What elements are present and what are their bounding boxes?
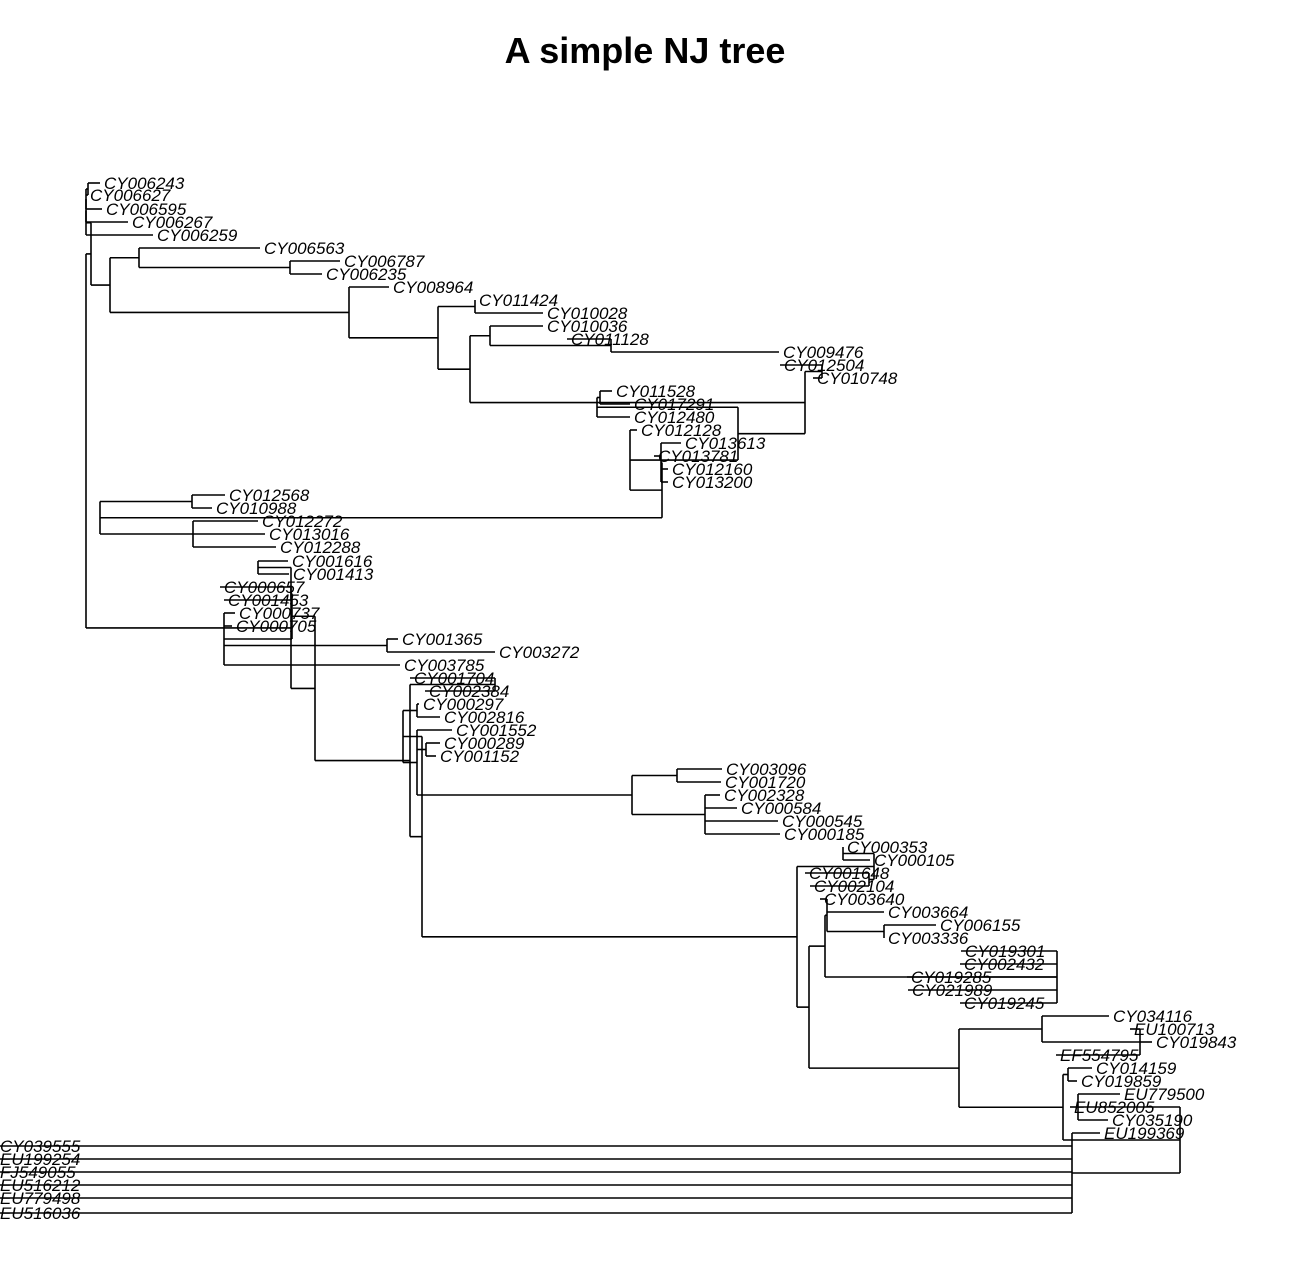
tip-label-cy010028: CY010028 xyxy=(547,304,628,323)
tip-label-cy013200: CY013200 xyxy=(672,473,753,492)
tip-label-cy000737: CY000737 xyxy=(239,604,320,623)
tip-label-cy000185: CY000185 xyxy=(784,825,865,844)
tip-label-cy001616: CY001616 xyxy=(292,552,373,571)
tip-label-cy006595: CY006595 xyxy=(106,200,187,219)
tip-label-cy009476: CY009476 xyxy=(783,343,864,362)
tip-label-cy000105: CY000105 xyxy=(874,851,955,870)
tip-label-cy000297: CY000297 xyxy=(423,695,504,714)
tip-label-cy002816: CY002816 xyxy=(444,708,525,727)
tip-label-cy013781: CY013781 xyxy=(658,447,738,466)
tip-label-cy000584: CY000584 xyxy=(741,799,821,818)
tip-label-cy003785: CY003785 xyxy=(404,656,485,675)
tip-label-cy003640: CY003640 xyxy=(824,890,905,909)
chart-title: A simple NJ tree xyxy=(504,30,786,71)
tip-label-cy019859: CY019859 xyxy=(1081,1072,1162,1091)
tip-label-cy003336: CY003336 xyxy=(888,929,969,948)
tip-label-cy012568: CY012568 xyxy=(229,486,310,505)
tip-label-cy001152: CY001152 xyxy=(440,747,520,766)
tip-label-cy001413: CY001413 xyxy=(293,565,374,584)
tip-label-cy012480: CY012480 xyxy=(634,408,715,427)
tip-label-cy013613: CY013613 xyxy=(685,434,766,453)
tip-label-eu199369: EU199369 xyxy=(1104,1124,1185,1143)
tip-label-cy012272: CY012272 xyxy=(262,512,343,531)
tip-label-cy017291: CY017291 xyxy=(634,395,714,414)
tip-label-cy003664: CY003664 xyxy=(888,903,968,922)
tip-label-cy006155: CY006155 xyxy=(940,916,1021,935)
tip-label-cy014159: CY014159 xyxy=(1096,1059,1177,1078)
tip-label-cy000545: CY000545 xyxy=(782,812,863,831)
tip-label-cy035190: CY035190 xyxy=(1112,1111,1193,1130)
tip-label-cy010988: CY010988 xyxy=(216,499,297,518)
tip-label-cy003096: CY003096 xyxy=(726,760,807,779)
tip-label-cy006563: CY006563 xyxy=(264,239,345,258)
tip-label-cy011528: CY011528 xyxy=(616,382,696,401)
tip-label-cy006267: CY006267 xyxy=(132,213,213,232)
tip-label-cy000353: CY000353 xyxy=(847,838,928,857)
tip-label-cy006259: CY006259 xyxy=(157,226,238,245)
tip-label-cy012504: CY012504 xyxy=(784,356,864,375)
tip-label-cy010036: CY010036 xyxy=(547,317,628,336)
tip-label-cy013016: CY013016 xyxy=(269,525,350,544)
tip-label-cy000705: CY000705 xyxy=(236,617,317,636)
tip-label-cy001720: CY001720 xyxy=(725,773,806,792)
tip-label-cy006243: CY006243 xyxy=(104,174,185,193)
tip-label-cy008964: CY008964 xyxy=(393,278,473,297)
tip-label-cy000289: CY000289 xyxy=(444,734,525,753)
tip-label-cy010748: CY010748 xyxy=(817,369,898,388)
tip-label-cy002328: CY002328 xyxy=(724,786,805,805)
tip-label-cy003272: CY003272 xyxy=(499,643,580,662)
tip-label-cy011424: CY011424 xyxy=(479,291,558,310)
tip-label-cy012128: CY012128 xyxy=(641,421,722,440)
tip-label-cy006235: CY006235 xyxy=(326,265,407,284)
tip-label-cy034116: CY034116 xyxy=(1113,1007,1193,1026)
tip-label-cy012160: CY012160 xyxy=(672,460,753,479)
tip-label-cy006627: CY006627 xyxy=(90,186,171,205)
tip-label-cy006787: CY006787 xyxy=(344,252,425,271)
tip-label-eu779500: EU779500 xyxy=(1124,1085,1205,1104)
tip-label-cy001552: CY001552 xyxy=(456,721,537,740)
tip-label-cy012288: CY012288 xyxy=(280,538,361,557)
tip-label-cy019843: CY019843 xyxy=(1156,1033,1237,1052)
tip-label-cy001365: CY001365 xyxy=(402,630,483,649)
tip-label-eu100713: EU100713 xyxy=(1134,1020,1215,1039)
